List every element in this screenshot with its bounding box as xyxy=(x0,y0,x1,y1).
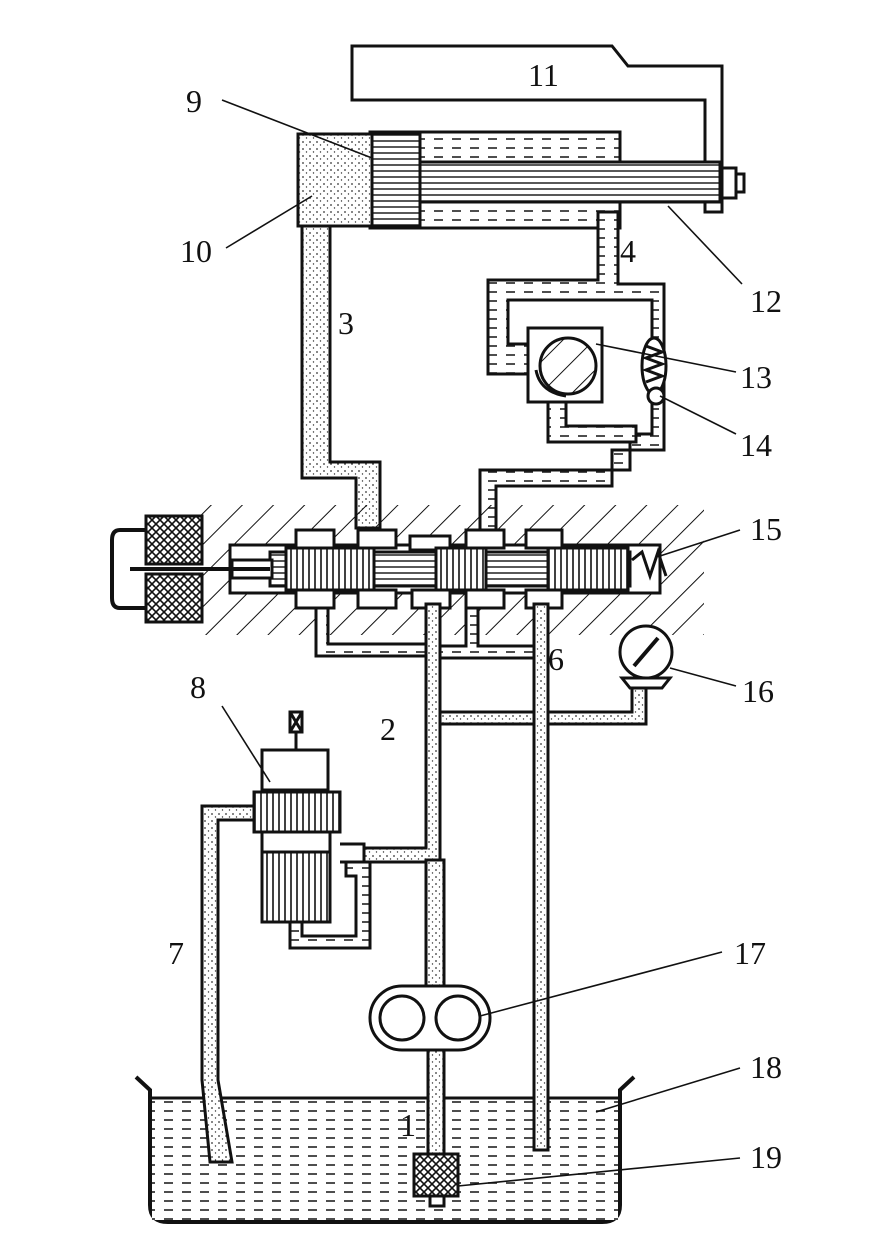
pressure-line-2 xyxy=(362,602,648,1012)
label-15: 15 xyxy=(750,511,782,547)
label-4: 4 xyxy=(620,233,636,269)
piston xyxy=(370,132,422,228)
label-2: 2 xyxy=(380,711,396,747)
label-19: 19 xyxy=(750,1139,782,1175)
label-17: 17 xyxy=(734,935,766,971)
spring-icon xyxy=(641,344,667,384)
cylinder-left-chamber xyxy=(296,132,374,228)
leader-lines xyxy=(221,99,743,1187)
line-3 xyxy=(300,224,382,530)
gear-pump xyxy=(368,984,492,1052)
throttle-valve xyxy=(526,326,604,404)
label-8: 8 xyxy=(190,669,206,705)
label-11: 11 xyxy=(528,57,559,93)
label-16: 16 xyxy=(742,673,774,709)
suction-filter xyxy=(412,1152,460,1198)
check-ball-icon xyxy=(646,386,666,406)
label-14: 14 xyxy=(740,427,772,463)
relief-valve-spool xyxy=(260,850,332,924)
return-spring-icon xyxy=(631,547,668,581)
label-9: 9 xyxy=(186,83,202,119)
relief-valve xyxy=(252,710,372,950)
part-labels: 1 2 3 4 6 7 8 9 10 11 12 13 14 15 16 17 … xyxy=(168,57,782,1175)
arm-bolt xyxy=(720,166,738,200)
label-6: 6 xyxy=(548,641,564,677)
suction-line-1 xyxy=(412,1048,460,1208)
label-1: 1 xyxy=(400,1107,416,1143)
label-12: 12 xyxy=(750,283,782,319)
label-7: 7 xyxy=(168,935,184,971)
check-valve-spring xyxy=(640,336,668,406)
label-10: 10 xyxy=(180,233,212,269)
pump-gear-left-icon xyxy=(378,994,426,1042)
throttle-spool-icon xyxy=(538,336,598,396)
return-line-6 xyxy=(532,602,550,1152)
pump-gear-right-icon xyxy=(434,994,482,1042)
machine-arm xyxy=(350,44,746,214)
label-13: 13 xyxy=(740,359,772,395)
label-3: 3 xyxy=(338,305,354,341)
hydraulic-cylinder xyxy=(296,130,722,230)
label-18: 18 xyxy=(750,1049,782,1085)
directional-valve xyxy=(110,505,704,635)
handle-knob-top xyxy=(144,514,204,566)
piston-rod xyxy=(418,160,722,204)
line-7 xyxy=(200,804,256,1164)
handle-knob-bottom xyxy=(144,572,204,624)
pressure-gauge-icon xyxy=(618,624,674,690)
